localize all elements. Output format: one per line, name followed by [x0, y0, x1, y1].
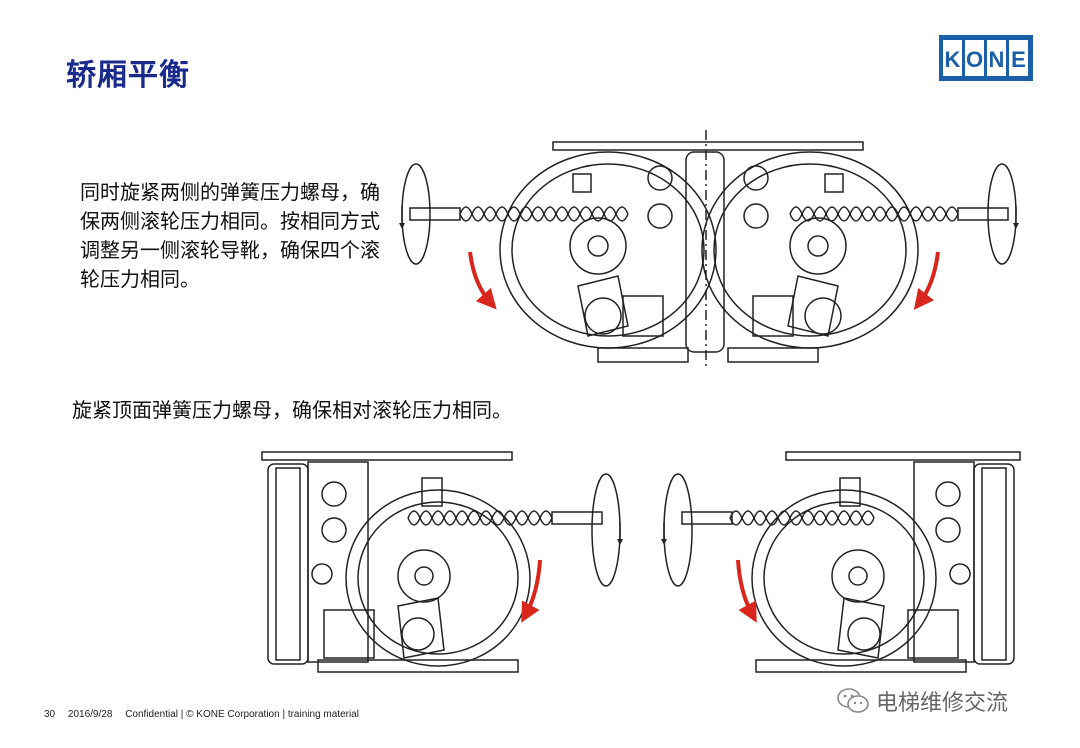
svg-text:K: K — [945, 47, 961, 72]
watermark-text: 电梯维修交流 — [876, 691, 1009, 716]
roller-guide-top-diagram — [399, 130, 1019, 370]
instruction-paragraph-1: 同时旋紧两侧的弹簧压力螺母，确保两侧滚轮压力相同。按相同方式调整另一侧滚轮导靴，… — [80, 180, 380, 291]
svg-text:O: O — [966, 47, 983, 72]
instruction-paragraph-2: 旋紧顶面弹簧压力螺母，确保相对滚轮压力相同。 — [72, 398, 512, 422]
roller-guide-right-diagram — [661, 451, 1021, 673]
wechat-icon — [837, 688, 869, 713]
roller-guide-left-diagram — [261, 451, 623, 673]
watermark: 电梯维修交流 — [836, 686, 1008, 716]
footer-confidential: Confidential | © KONE Corporation | trai… — [125, 709, 359, 720]
slide-footer: 30 2016/9/28 Confidential | © KONE Corpo… — [44, 709, 369, 720]
footer-date: 2016/9/28 — [67, 709, 113, 720]
slide-title: 轿厢平衡 — [66, 58, 190, 93]
svg-text:E: E — [1011, 47, 1026, 72]
page-number: 30 — [44, 709, 56, 720]
svg-text:N: N — [989, 47, 1005, 72]
kone-logo: K O N E — [939, 35, 1033, 81]
